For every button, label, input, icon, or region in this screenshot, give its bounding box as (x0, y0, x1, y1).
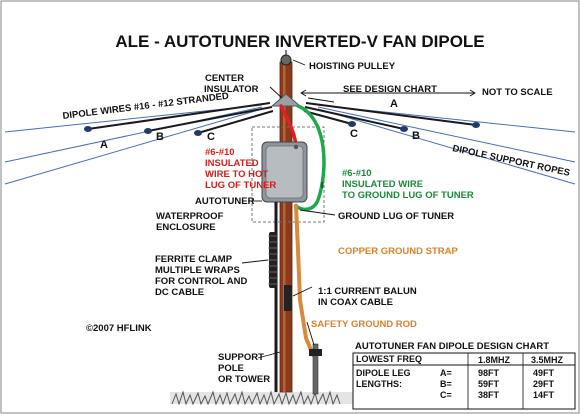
design-chart-leg-a-v1: 98FT (478, 368, 500, 378)
copper-ground-strap (294, 204, 315, 357)
ground (170, 390, 375, 406)
label-ground-wire-3: TO GROUND LUG OF TUNER (342, 190, 474, 201)
design-chart-leg-a: A= (440, 368, 452, 378)
label-pole-3: OR TOWER (218, 374, 270, 385)
wire-letter-left-c: C (207, 131, 215, 143)
wire-letter-left-b: B (156, 131, 164, 143)
design-chart-leg-c: C= (440, 390, 452, 400)
wire-letter-right-b: B (412, 130, 420, 142)
design-chart-header-label: LOWEST FREQ (356, 354, 422, 364)
label-center-insulator-2: INSULATOR (204, 84, 259, 95)
wire-letter-right-c: C (350, 128, 358, 140)
label-copper-strap: COPPER GROUND STRAP (338, 246, 458, 257)
design-chart-col-1: 1.8MHZ (478, 355, 511, 365)
label-ferrite-3: FOR CONTROL AND (155, 276, 247, 287)
ground-wire (294, 104, 326, 212)
design-chart-leg-b-v1: 59FT (478, 379, 500, 389)
autotuner-box (261, 141, 308, 209)
label-ferrite-2: MULTIPLE WRAPS (155, 265, 240, 276)
label-safety-rod: SAFETY GROUND ROD (311, 319, 417, 330)
label-enclosure-2: ENCLOSURE (156, 222, 216, 233)
enclosure-outline (251, 126, 325, 223)
label-ground-lug: GROUND LUG OF TUNER (338, 211, 454, 222)
wire-letter-right-a: A (390, 98, 398, 110)
safety-ground-rod (309, 343, 322, 395)
design-chart-leg-b-v2: 29FT (533, 379, 555, 389)
label-not-to-scale: NOT TO SCALE (482, 87, 553, 98)
end-insulators (84, 121, 480, 136)
design-chart-title: AUTOTUNER FAN DIPOLE DESIGN CHART (355, 341, 549, 352)
design-chart-col-2: 3.5MHZ (531, 355, 564, 365)
design-chart-leg-c-v2: 14FT (533, 390, 555, 400)
label-ground-wire-2: INSULATED WIRE (342, 179, 423, 190)
label-ferrite-1: FERRITE CLAMP (155, 254, 233, 265)
design-chart: AUTOTUNER FAN DIPOLE DESIGN CHART LOWEST… (352, 341, 576, 410)
design-chart-row-label-2: LENGTHS: (356, 379, 402, 389)
label-center-insulator-1: CENTER (205, 73, 244, 84)
label-balun-2: IN COAX CABLE (318, 297, 393, 308)
label-hot-wire-1: #6-#10 (205, 147, 235, 158)
center-insulator (270, 93, 302, 107)
label-hot-wire-4: LUG OF TUNER (205, 180, 276, 191)
label-ferrite-4: DC CABLE (155, 287, 204, 298)
label-autotuner: AUTOTUNER (195, 196, 255, 207)
label-enclosure-1: WATERPROOF (156, 211, 224, 222)
current-balun (284, 285, 292, 311)
label-hot-wire-2: INSULATED (205, 158, 259, 169)
hoisting-pulley (280, 50, 292, 66)
design-chart-table (352, 352, 576, 410)
design-chart-row-label-1: DIPOLE LEG (356, 368, 411, 378)
label-pole-2: POLE (218, 363, 244, 374)
label-hoisting-pulley: HOISTING PULLEY (309, 61, 396, 72)
label-balun-1: 1:1 CURRENT BALUN (318, 286, 417, 297)
ferrite-clamp (268, 232, 278, 288)
design-chart-leg-b: B= (440, 379, 452, 389)
label-hot-wire-3: WIRE TO HOT (205, 169, 268, 180)
label-copyright: ©2007 HFLINK (86, 323, 152, 334)
design-chart-leg-c-v1: 38FT (478, 390, 500, 400)
label-pole-1: SUPPORT (218, 352, 264, 363)
diagram-title: ALE - AUTOTUNER INVERTED-V FAN DIPOLE (115, 32, 484, 51)
dipole-wires (87, 102, 477, 134)
label-see-design-chart: SEE DESIGN CHART (343, 84, 437, 95)
label-ground-wire-1: #6-#10 (342, 168, 372, 179)
leader-lines (241, 59, 476, 359)
design-chart-leg-a-v2: 49FT (533, 368, 555, 378)
wire-letter-left-a: A (100, 139, 108, 151)
